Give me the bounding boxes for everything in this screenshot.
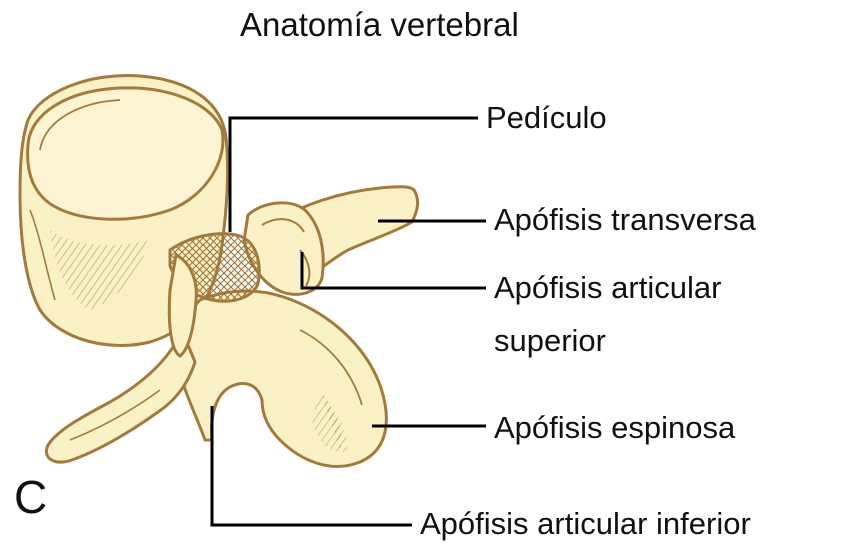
label-superior-articular-line1: Apófisis articular (494, 270, 721, 306)
diagram-title: Anatomía vertebral (240, 6, 519, 44)
label-superior-articular-line2: superior (494, 323, 606, 359)
panel-letter: C (14, 470, 47, 524)
label-spinous-process: Apófisis espinosa (494, 410, 735, 446)
label-transverse-process: Apófisis transversa (494, 202, 756, 238)
label-inferior-articular: Apófisis articular inferior (420, 506, 751, 542)
label-pedicle: Pedículo (486, 100, 607, 136)
inferior-articular-process-shape (46, 330, 195, 462)
